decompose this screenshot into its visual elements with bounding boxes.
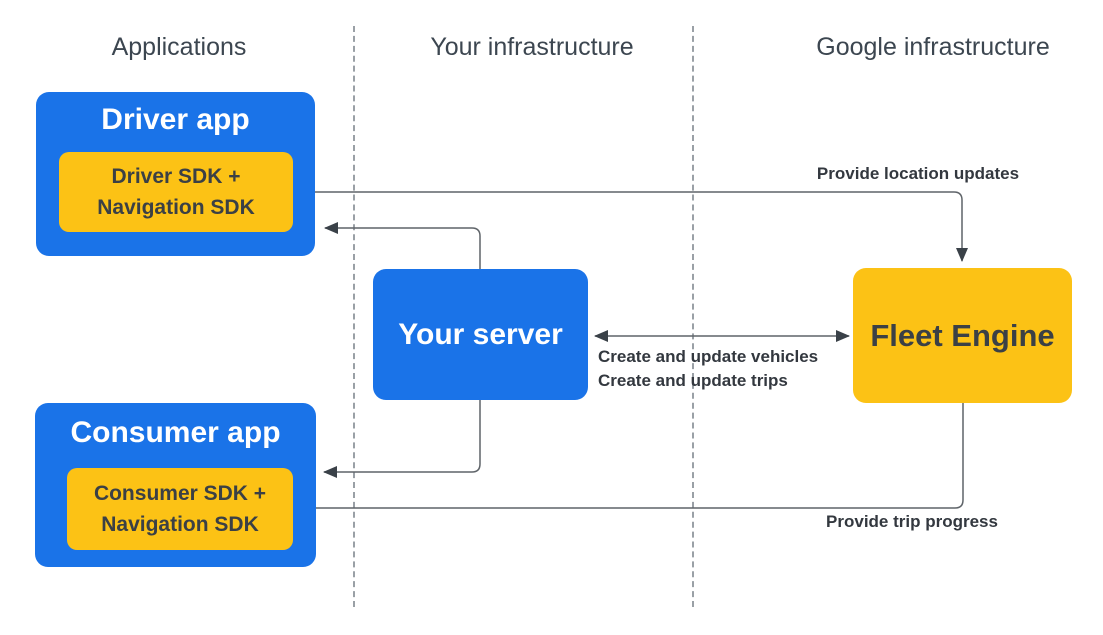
label-provide-location-updates: Provide location updates: [816, 164, 1020, 183]
connector-server-to-consumer-app: [323, 400, 481, 478]
consumer-app-title: Consumer app: [70, 416, 281, 449]
label-create-update-vehicles: Create and update vehicles: [598, 347, 819, 366]
label-create-update-vehicles-trips: Create and update vehicles Create and up…: [598, 345, 818, 393]
consumer-sdk-label-line1: Consumer SDK +: [93, 482, 267, 505]
node-driver-sdk: Driver SDK + Navigation SDK: [59, 152, 293, 232]
driver-sdk-label-line1: Driver SDK +: [111, 165, 241, 188]
column-header-google-infrastructure: Google infrastructure: [816, 33, 1050, 61]
label-create-update-trips: Create and update trips: [598, 371, 788, 390]
connector-location-updates: [293, 191, 968, 262]
your-server-title: Your server: [398, 317, 563, 351]
column-divider-right: [692, 26, 694, 607]
consumer-sdk-label-line2: Navigation SDK: [101, 513, 259, 536]
driver-sdk-label-line2: Navigation SDK: [97, 196, 255, 219]
connector-trip-progress: [299, 403, 964, 514]
node-driver-app: Driver app Driver SDK + Navigation SDK: [36, 92, 315, 256]
node-fleet-engine: Fleet Engine: [853, 268, 1072, 403]
column-header-your-infrastructure: Your infrastructure: [430, 33, 634, 61]
column-divider-left: [353, 26, 355, 607]
fleet-engine-title: Fleet Engine: [870, 317, 1055, 353]
node-your-server: Your server: [373, 269, 588, 400]
label-provide-trip-progress: Provide trip progress: [826, 512, 998, 531]
driver-app-title: Driver app: [101, 103, 250, 136]
column-header-applications: Applications: [111, 33, 247, 61]
node-consumer-sdk: Consumer SDK + Navigation SDK: [67, 468, 293, 550]
connector-server-to-driver-app: [324, 222, 481, 269]
node-consumer-app: Consumer app Consumer SDK + Navigation S…: [35, 403, 316, 567]
